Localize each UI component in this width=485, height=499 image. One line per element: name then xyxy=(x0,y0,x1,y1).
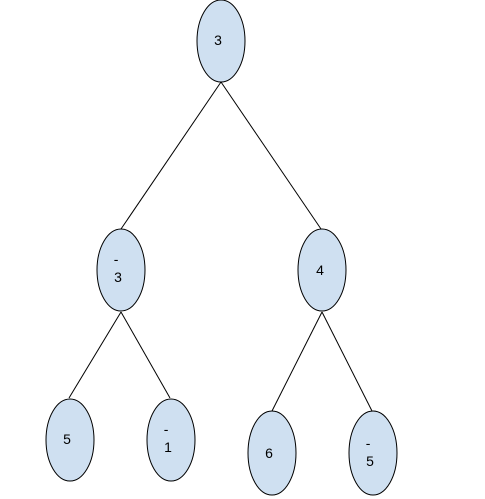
node-left-right: - 1 xyxy=(146,398,196,482)
node-right-left-label: 6 xyxy=(265,445,273,461)
edge-root-right xyxy=(220,81,322,230)
edge-right-right-left xyxy=(271,311,323,412)
node-left-left-label: 5 xyxy=(63,431,71,447)
node-right-right-label: - 5 xyxy=(366,435,375,469)
edge-left-left-left xyxy=(68,311,122,399)
node-left-label: - 3 xyxy=(114,251,123,285)
edge-left-left-right xyxy=(120,311,171,399)
edge-right-right-right xyxy=(321,311,373,412)
node-right: 4 xyxy=(297,228,347,312)
node-left: - 3 xyxy=(96,228,146,312)
node-right-right: - 5 xyxy=(348,410,398,496)
edge-root-left xyxy=(120,81,222,230)
node-right-label: 4 xyxy=(316,262,324,278)
node-right-left: 6 xyxy=(247,410,297,496)
node-left-right-label: - 1 xyxy=(164,421,173,455)
node-root-label: 3 xyxy=(214,32,222,48)
node-left-left: 5 xyxy=(45,398,95,482)
node-root: 3 xyxy=(196,0,246,83)
